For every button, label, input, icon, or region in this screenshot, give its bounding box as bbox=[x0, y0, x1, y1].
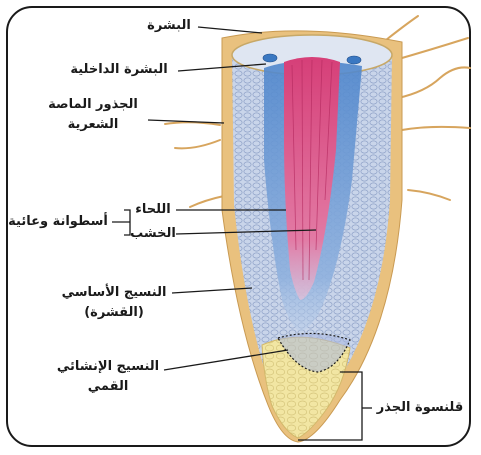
label-root-cap: قلنسوة الجذر bbox=[372, 399, 468, 417]
label-phloem: اللحاء bbox=[130, 201, 176, 219]
label-ground-tissue-line2: (القشرة) bbox=[56, 304, 172, 322]
label-root-hairs-line2: الشعرية bbox=[40, 116, 146, 134]
label-meristem-line2: القمي bbox=[50, 378, 166, 396]
label-ground-tissue-line1: النسيج الأساسي bbox=[56, 284, 172, 302]
label-root-hairs-line1: الجذور الماصة bbox=[40, 96, 146, 114]
label-endodermis: البشرة الداخلية bbox=[58, 61, 180, 79]
label-vascular-cylinder: أسطوانة وعائية bbox=[4, 213, 112, 231]
label-meristem-line1: النسيج الإنشائي bbox=[50, 358, 166, 376]
label-xylem: الخشب bbox=[130, 225, 176, 243]
label-epidermis: البشرة bbox=[138, 17, 200, 35]
